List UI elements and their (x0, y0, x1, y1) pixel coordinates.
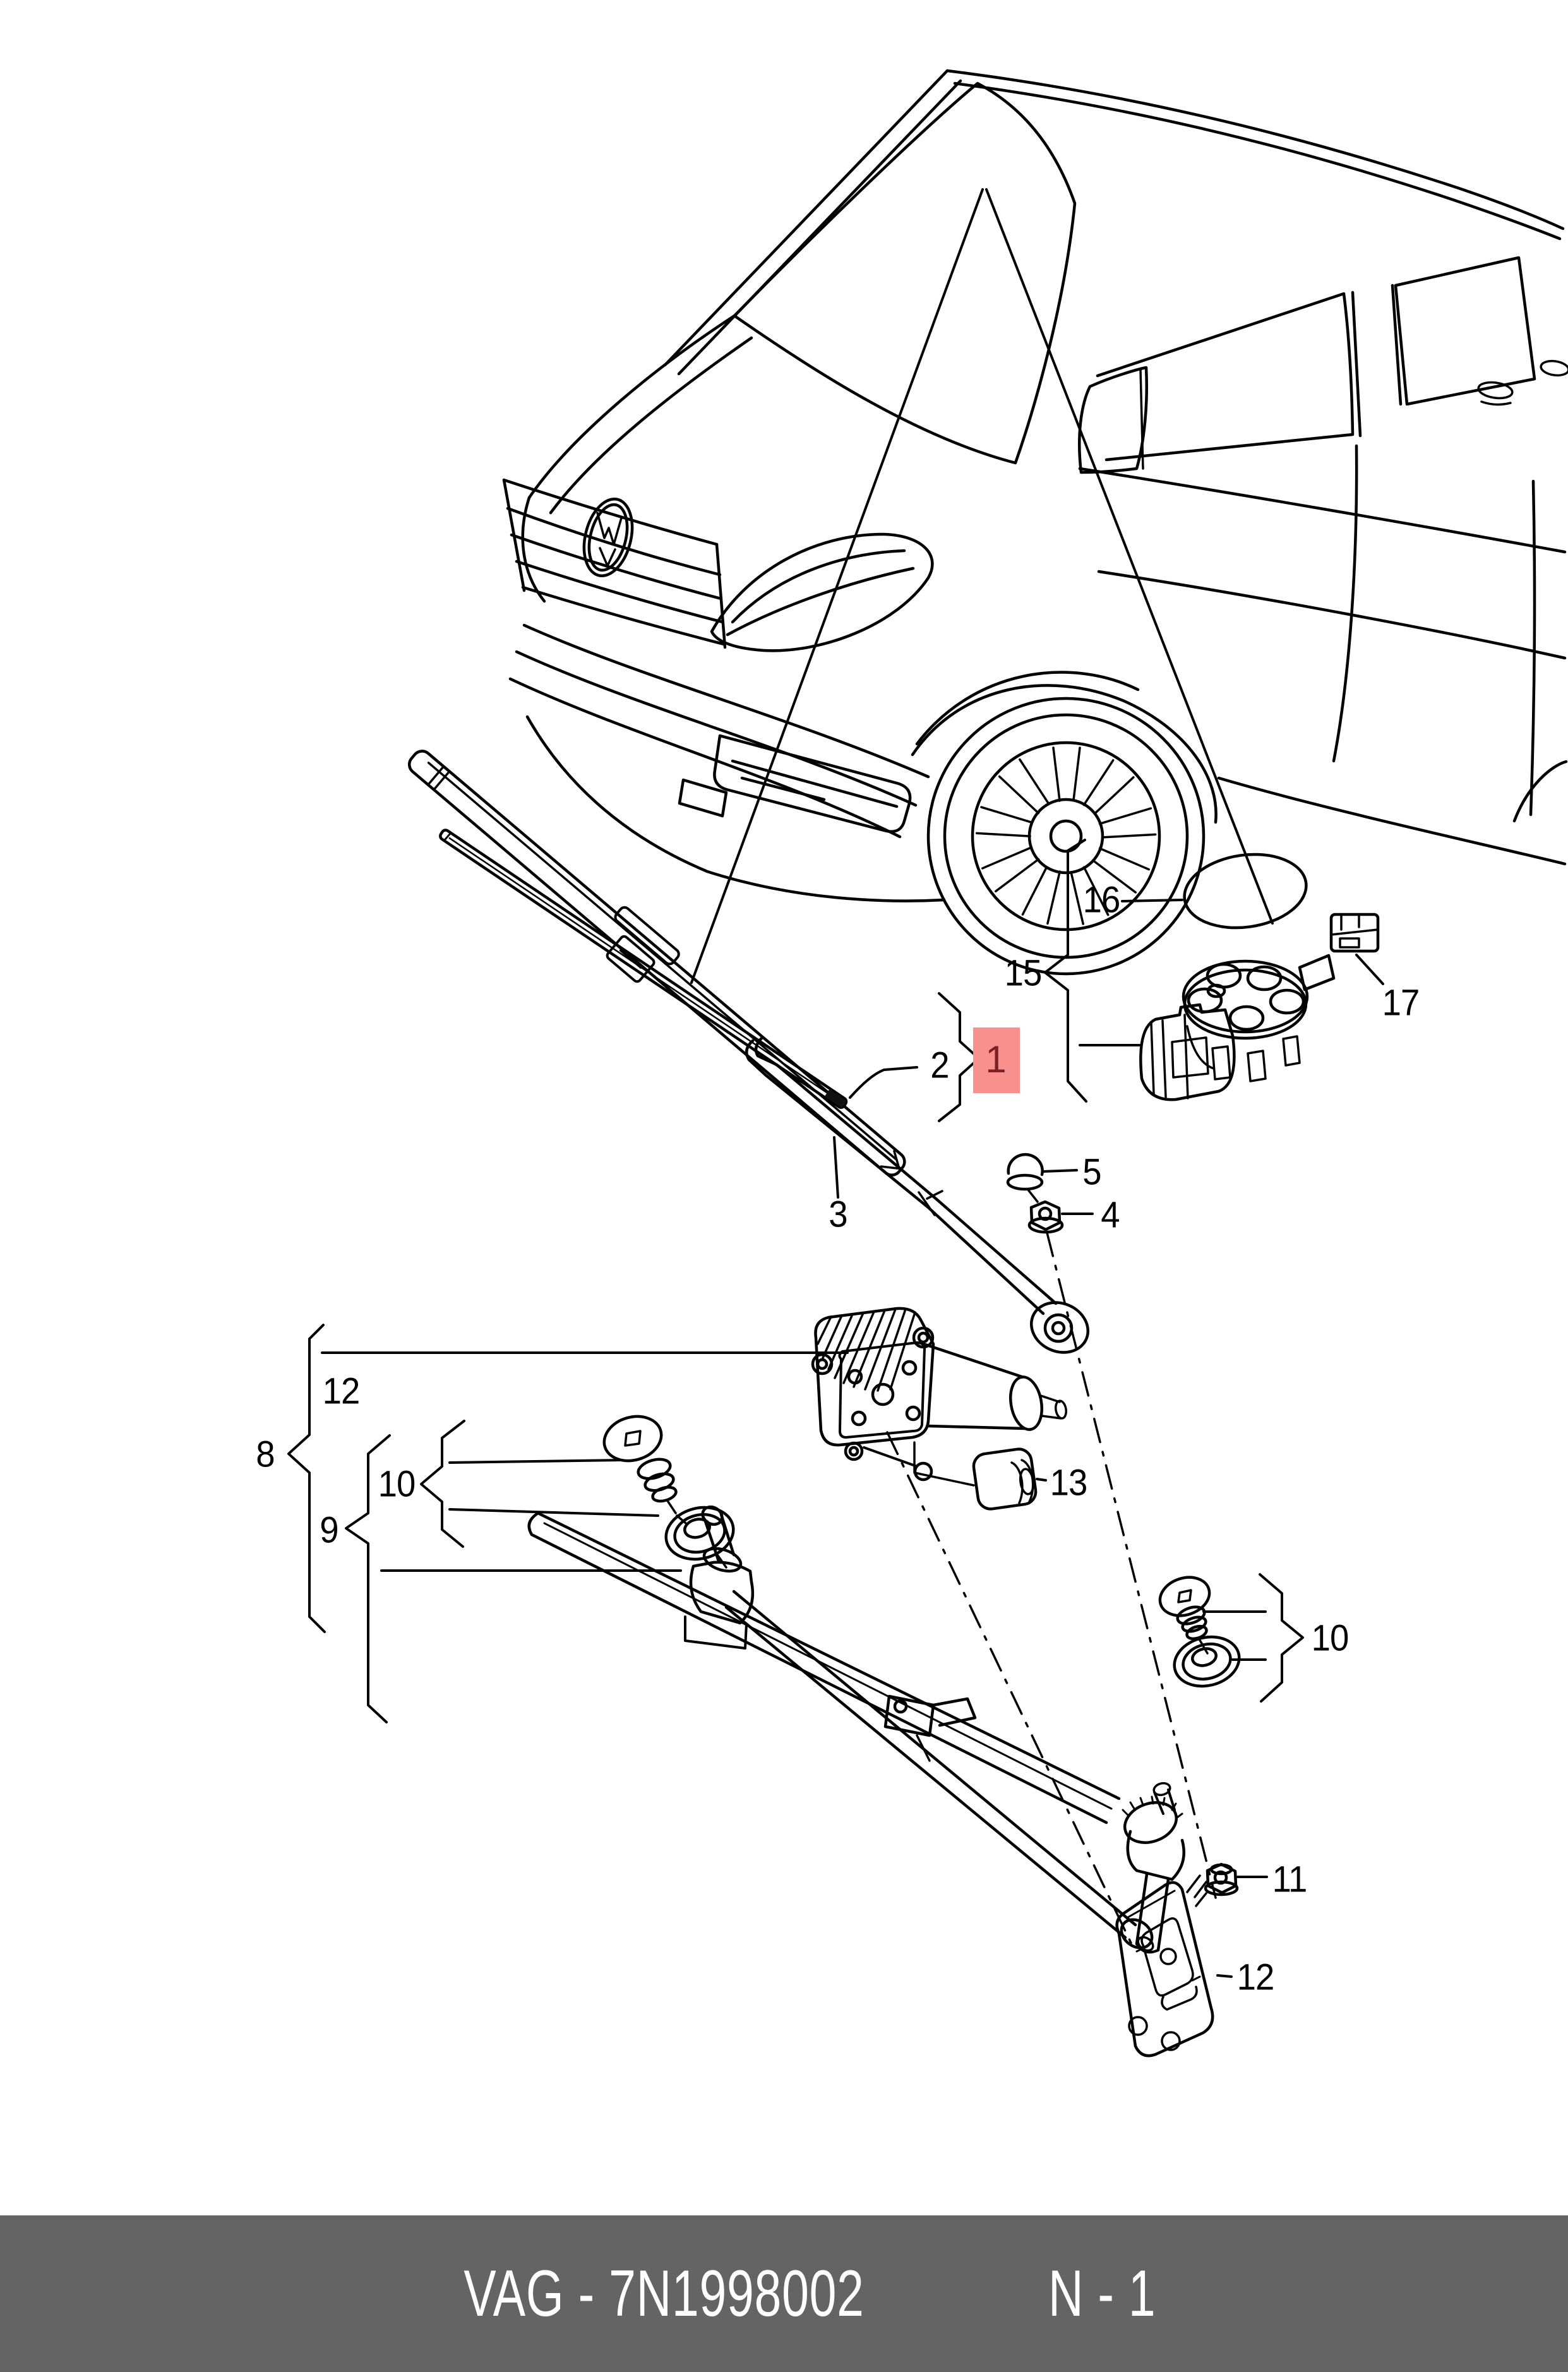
part-callout-2[interactable]: 2 (930, 1045, 949, 1086)
vw-emblem (582, 497, 634, 578)
wiper-rubber-refill-drawing (439, 829, 918, 1109)
connector-17 (1329, 913, 1384, 985)
part-callout-3[interactable]: 3 (829, 1194, 847, 1235)
part-callout-1-selected[interactable]: 1 (985, 1038, 1007, 1081)
part-callout-10[interactable]: 10 (378, 1463, 416, 1505)
leader-part-17 (1355, 954, 1384, 985)
assembly-axis-lines (886, 1231, 1217, 1950)
mounting-screw-group-left (602, 1415, 735, 1569)
leader-part-13 (1036, 1478, 1047, 1482)
catalog-code: VAG - 7N1998002 (464, 2256, 865, 2330)
part-callout-15[interactable]: 15 (1004, 952, 1043, 994)
locator-line-part-13 (913, 1441, 975, 1487)
footer-bar: VAG - 7N1998002 N - 1 (0, 2215, 1568, 2372)
tick-part-12 (308, 1324, 325, 1340)
part-callout-17[interactable]: 17 (1382, 982, 1420, 1024)
leader-part-5 (1042, 1169, 1078, 1173)
part-callout-13[interactable]: 13 (1050, 1462, 1088, 1504)
cap-and-nut-drawing (1006, 1153, 1094, 1234)
leader-10L-grommet (448, 1508, 659, 1517)
leader-part-3 (833, 1136, 839, 1199)
part-callout-10[interactable]: 10 (1311, 1617, 1350, 1659)
callout-brace-part-10-right (1259, 1573, 1304, 1703)
wiper-motor-drawing (811, 1307, 1067, 1487)
damper-bushing-drawing (972, 1447, 1047, 1511)
callout-brace-part-8 (287, 1338, 326, 1633)
part-callout-4[interactable]: 4 (1101, 1194, 1120, 1236)
leader-part-16 (1121, 899, 1183, 902)
part-callout-12[interactable]: 12 (322, 1370, 361, 1412)
mounting-screw-group-right (1158, 1573, 1304, 1703)
door-handles (1477, 359, 1568, 406)
callout-brace-part-15 (1044, 839, 1087, 1103)
leader-part-12-right (1216, 1974, 1233, 1978)
vehicle-illustration (502, 69, 1568, 976)
leader-10L-screw (448, 1459, 623, 1464)
part-callout-9[interactable]: 9 (320, 1509, 338, 1551)
left-callout-braces (287, 1324, 849, 1723)
pointer-lines (690, 188, 1274, 984)
part-callout-11[interactable]: 11 (1272, 1859, 1308, 1900)
part-callout-16[interactable]: 16 (1082, 879, 1121, 921)
gel-pad (1183, 853, 1308, 930)
rain-sensor-group (1044, 839, 1384, 1103)
callout-brace-part-9 (345, 1434, 391, 1723)
mounting-bracket-drawing (1115, 1874, 1233, 2058)
leader-part-2 (849, 1066, 918, 1099)
part-callout-8[interactable]: 8 (256, 1434, 275, 1475)
part-callout-12[interactable]: 12 (1236, 1956, 1275, 1998)
spindle-nut-drawing (1195, 1862, 1268, 1907)
part-callout-5[interactable]: 5 (1082, 1151, 1101, 1193)
page-code: N - 1 (1048, 2256, 1156, 2330)
callout-brace-part-10-left (420, 1420, 465, 1548)
selected-part-highlight (973, 1027, 1020, 1093)
front-wheel (926, 697, 1206, 976)
